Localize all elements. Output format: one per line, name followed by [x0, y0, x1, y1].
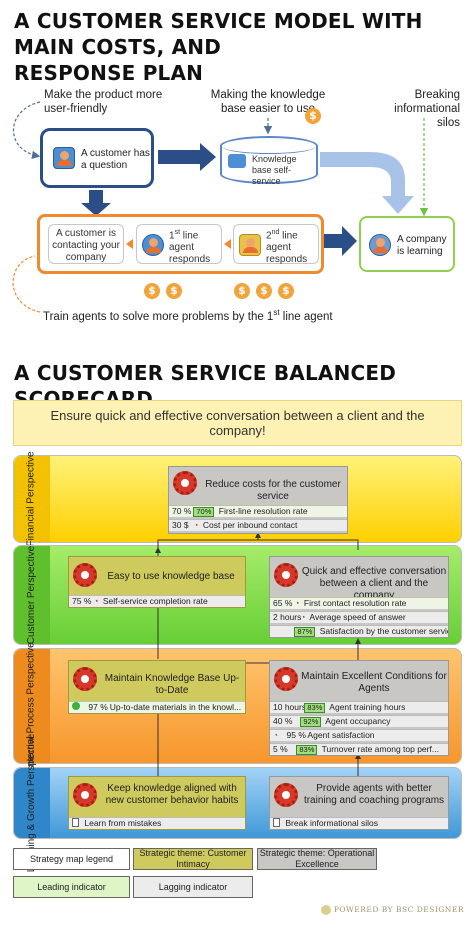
- kpi-row[interactable]: 75 % ◔ Self-service completion rate: [69, 595, 245, 607]
- objective-quick-conversation[interactable]: Quick and effective conversation between…: [269, 556, 449, 638]
- powered-by-logo: POWERED BY BSC DESIGNER: [312, 902, 464, 918]
- cost-coin-icon: $: [144, 283, 160, 299]
- cost-coin-icon: $: [278, 283, 294, 299]
- legend-title: Strategy map legend: [13, 848, 130, 870]
- kpi-row[interactable]: 97 % Up-to-date materials in the knowl..…: [69, 701, 245, 713]
- company-learning-box: A company is learning: [359, 216, 455, 272]
- objective-reduce-costs[interactable]: Reduce costs for the customer service 70…: [168, 466, 348, 534]
- objective-gear-icon: [274, 667, 298, 691]
- objective-gear-icon: [274, 563, 298, 587]
- agent-icon: [142, 234, 164, 256]
- kpi-row[interactable]: Break informational silos: [270, 817, 448, 829]
- step-first-line-label: 1st line agent responds: [169, 229, 211, 266]
- model-title-line1: A CUSTOMER SERVICE MODEL WITH MAIN COSTS…: [14, 9, 423, 59]
- status-dot-icon: [72, 702, 80, 710]
- kpi-row[interactable]: 2 hours ◔ Average speed of answer: [270, 611, 448, 623]
- team-icon: [369, 234, 391, 256]
- customer-icon: [53, 147, 75, 169]
- legend-customer-intimacy: Strategic theme: Customer Intimacy: [133, 848, 253, 870]
- objective-kb-up-to-date[interactable]: Maintain Knowledge Base Up-to-Date 97 % …: [68, 660, 246, 714]
- objective-gear-icon: [73, 783, 97, 807]
- step-first-line: 1st line agent responds: [136, 224, 222, 266]
- progress-badge: 83%: [304, 703, 326, 713]
- objective-title: Reduce costs for the customer service: [205, 479, 341, 502]
- knowledge-base-cylinder: Knowledge base self-service: [220, 136, 318, 186]
- objective-keep-knowledge[interactable]: Keep knowledge aligned with new customer…: [68, 776, 246, 830]
- kpi-row[interactable]: 87% Satisfaction by the customer service: [270, 625, 448, 637]
- graduation-icon: [228, 154, 246, 168]
- kpi-row[interactable]: 5 % 83% Turnover rate among top perf...: [270, 743, 448, 755]
- company-learning-label: A company is learning: [397, 234, 447, 257]
- gauge-icon: ◔: [93, 596, 99, 606]
- kpi-row[interactable]: 30 $ ◔ Cost per inbound contact: [169, 519, 347, 531]
- scorecard-goal: Ensure quick and effective conversation …: [13, 400, 462, 446]
- step-contacting: A customer is contacting your company: [48, 224, 124, 264]
- model-connectors: [12, 101, 429, 313]
- progress-badge: 83%: [296, 745, 318, 755]
- objective-easy-knowledge-base[interactable]: Easy to use knowledge base 75 % ◔ Self-s…: [68, 556, 246, 608]
- objective-title: Maintain Excellent Conditions for Agents: [301, 671, 447, 694]
- response-process: [37, 214, 324, 274]
- progress-badge: 70%: [193, 507, 215, 517]
- kpi-row[interactable]: 10 hours 83% Agent training hours: [270, 701, 448, 713]
- objective-provide-agents[interactable]: Provide agents with better training and …: [269, 776, 449, 830]
- objective-title: Easy to use knowledge base: [107, 571, 235, 582]
- document-icon: [273, 818, 280, 827]
- objective-excellent-conditions[interactable]: Maintain Excellent Conditions for Agents…: [269, 660, 449, 756]
- objective-gear-icon: [274, 783, 298, 807]
- objective-gear-icon: [73, 667, 97, 691]
- cost-coin-icon: $: [166, 283, 182, 299]
- step-contacting-label: A customer is contacting your company: [52, 228, 120, 263]
- logo-icon: [320, 905, 331, 915]
- note-train-agents: Train agents to solve more problems by t…: [43, 308, 333, 323]
- objective-title: Keep knowledge aligned with new customer…: [105, 783, 239, 806]
- objective-title: Provide agents with better training and …: [303, 783, 445, 806]
- document-icon: [72, 818, 79, 827]
- expert-icon: [239, 234, 261, 256]
- step-second-line-label: 2nd line agent responds: [266, 229, 308, 266]
- objective-gear-icon: [173, 471, 197, 495]
- question-box: A customer has a question: [40, 128, 154, 188]
- legend-operational-excellence: Strategic theme: Operational Excellence: [257, 848, 377, 870]
- cost-coin-icon: $: [256, 283, 272, 299]
- legend-lagging-indicator: Lagging indicator: [133, 876, 253, 898]
- kpi-row[interactable]: 70 % 70% First-line resolution rate: [169, 505, 347, 517]
- question-label: A customer has a question: [81, 148, 150, 171]
- kb-label: Knowledge base self-service: [252, 154, 297, 186]
- gauge-icon: ◔: [300, 612, 306, 622]
- gauge-icon: ◔: [273, 730, 279, 740]
- objective-title: Quick and effective conversation between…: [301, 566, 447, 601]
- kpi-row[interactable]: ◔ 95 % Agent satisfaction: [270, 729, 448, 741]
- model-title: A CUSTOMER SERVICE MODEL WITH MAIN COSTS…: [14, 8, 474, 86]
- kpi-row[interactable]: 65 % ◔ First contact resolution rate: [270, 597, 448, 609]
- note-knowledge-base: Making the knowledge base easier to use: [210, 89, 326, 115]
- kpi-row[interactable]: 40 % 92% Agent occupancy: [270, 715, 448, 727]
- model-title-line2: RESPONSE PLAN: [14, 61, 204, 85]
- progress-badge: 92%: [300, 717, 322, 727]
- progress-badge: 87%: [294, 627, 316, 637]
- note-silos: Breaking informational silos: [394, 89, 460, 129]
- kpi-row[interactable]: Learn from mistakes: [69, 817, 245, 829]
- note-user-friendly: Make the product more user-friendly: [44, 89, 163, 115]
- gauge-icon: ◔: [193, 520, 199, 530]
- step-second-line: 2nd line agent responds: [233, 224, 319, 266]
- gauge-icon: ◔: [294, 598, 300, 608]
- legend-leading-indicator: Leading indicator: [13, 876, 130, 898]
- cost-coin-icon: $: [234, 283, 250, 299]
- cost-coin-icon: $: [305, 108, 321, 124]
- objective-gear-icon: [73, 563, 97, 587]
- objective-title: Maintain Knowledge Base Up-to-Date: [104, 673, 240, 696]
